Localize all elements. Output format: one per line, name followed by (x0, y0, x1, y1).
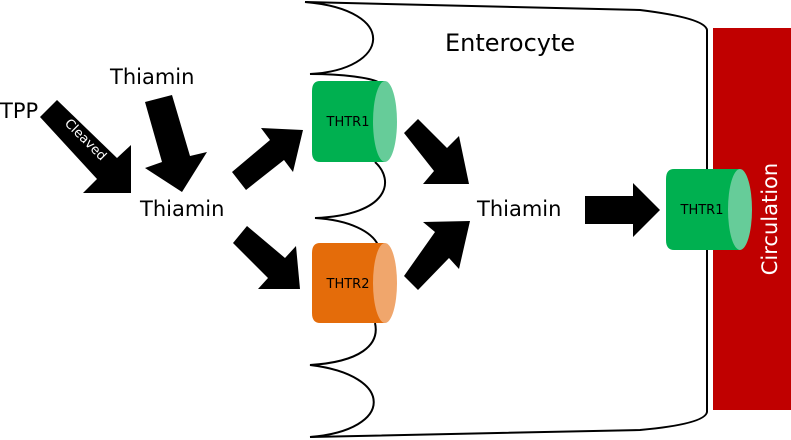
lumen-thiamin-label: Thiamin (139, 197, 224, 221)
apical-thtr2-transporter: THTR2 (312, 243, 397, 323)
apical-thtr2-label: THTR2 (326, 277, 370, 292)
arrow-to-thtr2 (233, 226, 300, 289)
cleaved-arrow (40, 100, 131, 193)
arrow-from-thtr2 (404, 221, 470, 290)
arrow-from-thtr1 (404, 119, 469, 184)
basolateral-thtr1-label: THTR1 (680, 203, 724, 218)
thiamin-down-arrow (145, 95, 207, 192)
basolateral-thtr1-transporter: THTR1 (666, 169, 752, 250)
arrow-to-basolateral-thtr1 (585, 183, 660, 237)
apical-thtr1-transporter: THTR1 (312, 81, 397, 162)
circulation-label: Circulation (758, 163, 782, 275)
arrow-to-thtr1 (232, 128, 303, 190)
intracellular-thiamin-label: Thiamin (476, 197, 561, 221)
thiamin-input-label: Thiamin (109, 65, 194, 89)
tpp-label: TPP (0, 99, 38, 123)
apical-thtr1-label: THTR1 (326, 115, 370, 130)
enterocyte-label: Enterocyte (445, 29, 575, 57)
apical-membrane (304, 1, 386, 438)
